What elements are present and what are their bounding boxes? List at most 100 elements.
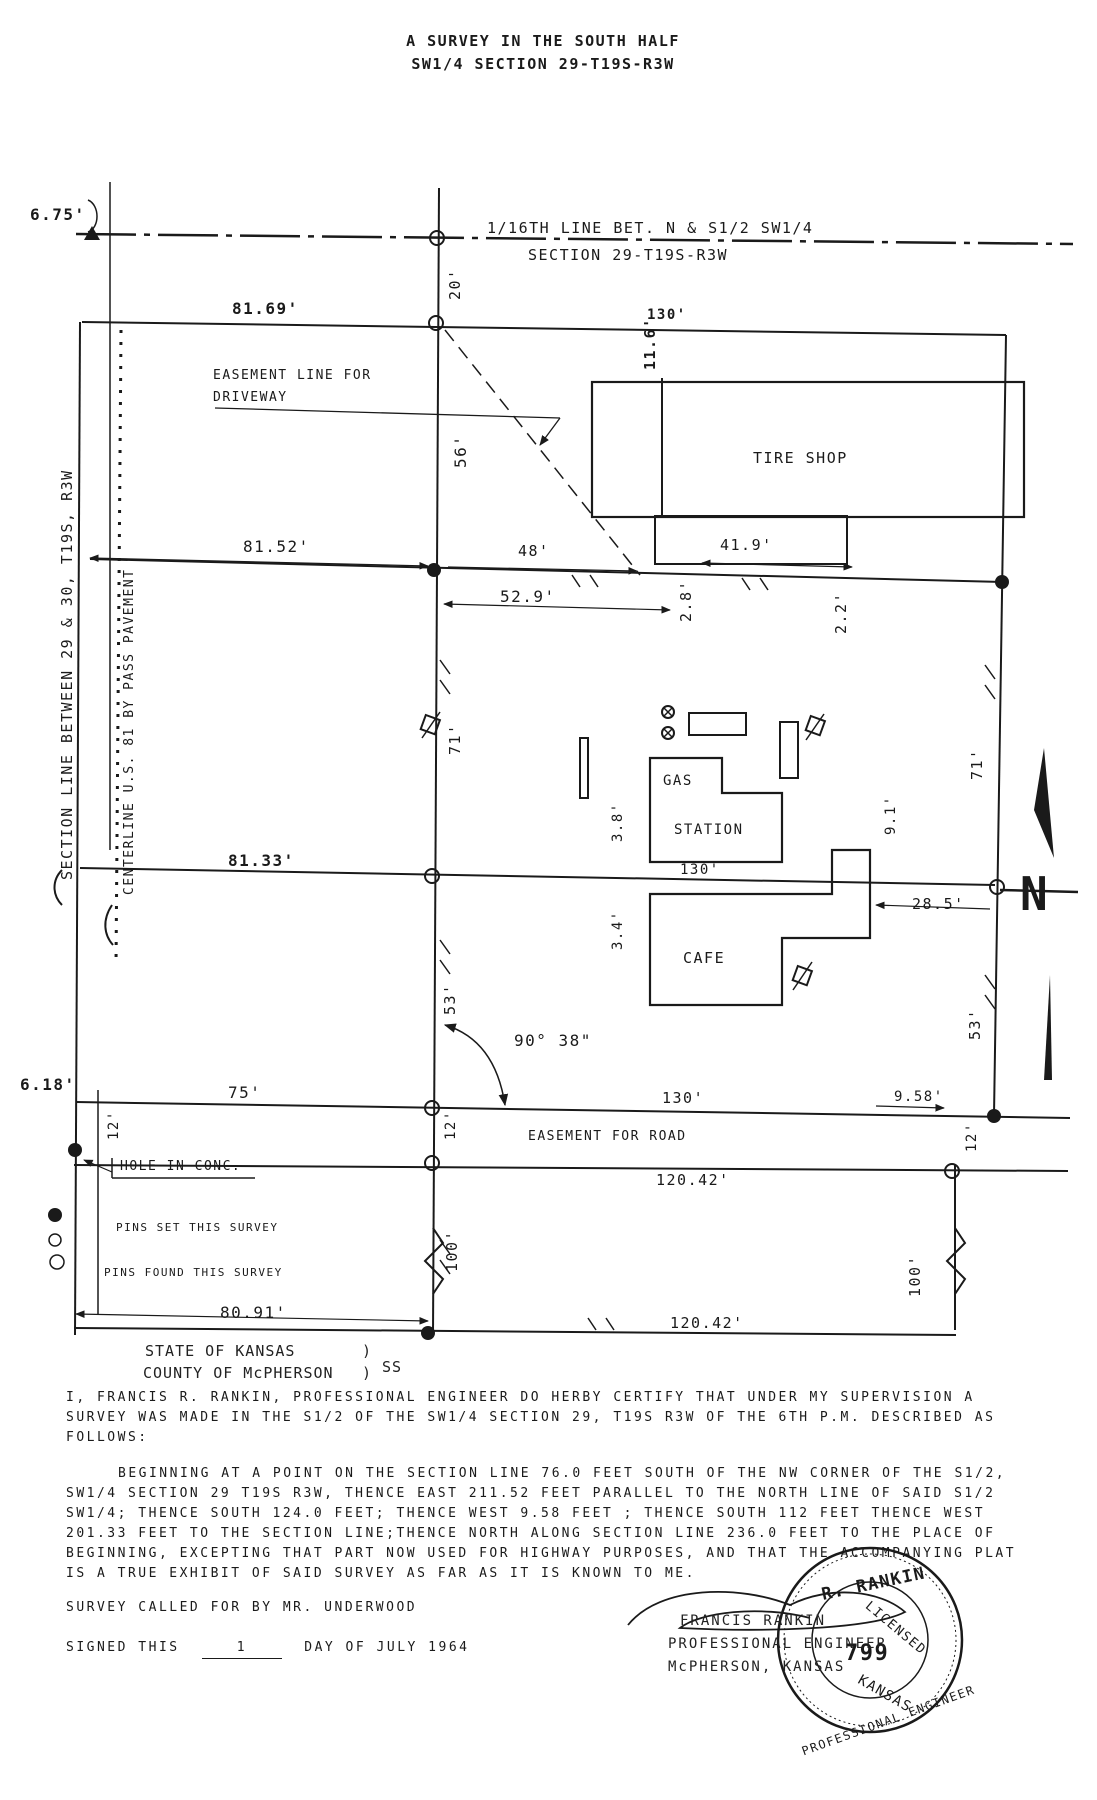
pin-found-icon — [995, 575, 1009, 589]
gas-station-label-2: STATION — [674, 822, 744, 838]
south-boundary — [73, 1327, 957, 1336]
cert-signed-day: 1 — [201, 1638, 282, 1659]
title-line-1: A SURVEY IN THE SOUTH HALF — [406, 32, 680, 50]
cert-paren-1: ) — [362, 1342, 373, 1360]
legend-set-label: PINS SET THIS SURVEY — [116, 1221, 278, 1234]
cert-county: COUNTY OF McPHERSON — [143, 1364, 334, 1382]
north-arrow-icon — [1034, 748, 1054, 858]
dim-419: 41.9' — [720, 536, 773, 554]
dim-529-arrow — [443, 600, 671, 614]
break-line-west — [423, 1227, 445, 1295]
utility-pole-icon — [419, 711, 442, 739]
dim-12042-top: 120.42' — [656, 1171, 730, 1189]
dim-100-right: 100' — [906, 1255, 924, 1297]
dim-48: 48' — [518, 542, 550, 560]
dim-53-right: 53' — [966, 1008, 984, 1040]
dim-8133: 81.33' — [228, 851, 295, 870]
gas-station-building — [648, 756, 784, 864]
line-road-south — [73, 1164, 1069, 1172]
easement-road-label: EASEMENT FOR ROAD — [528, 1129, 687, 1144]
section-line-tick — [53, 869, 63, 906]
dim-12-mid: 12' — [443, 1110, 459, 1140]
dim-675-tick — [87, 199, 98, 233]
dim-71-right: 71' — [968, 748, 986, 780]
legend-found-symbol — [49, 1254, 65, 1270]
easement-driveway-label-1: EASEMENT LINE FOR — [213, 368, 372, 383]
dim-56: 56' — [451, 435, 470, 468]
dim-8152: 81.52' — [243, 537, 310, 556]
cafe-label: CAFE — [683, 949, 725, 967]
pin-set-icon — [424, 1155, 440, 1171]
cert-signed-pre: SIGNED THIS — [66, 1640, 180, 1655]
break-line-east — [945, 1227, 967, 1295]
north-bar — [999, 888, 1079, 894]
dim-130-mid: 130' — [680, 862, 720, 878]
easement-driveway-label-2: DRIVEWAY — [213, 390, 288, 405]
seal-number: 799 — [845, 1641, 889, 1666]
hole-leader — [83, 1159, 113, 1173]
legend-hole-label: HOLE IN CONC. — [120, 1159, 241, 1174]
dim-958-arrow — [875, 1103, 945, 1112]
cert-state: STATE OF KANSAS — [145, 1342, 296, 1360]
pin-set-icon — [429, 230, 445, 246]
easement-leader — [214, 407, 561, 419]
centerline — [114, 329, 123, 966]
north-arrow-tail-icon — [1044, 975, 1052, 1080]
cert-para-1: I, FRANCIS R. RANKIN, PROFESSIONAL ENGIN… — [66, 1390, 996, 1445]
sig-city: McPHERSON, KANSAS — [668, 1659, 846, 1675]
dim-116: 11.6' — [641, 317, 659, 370]
pin-set-icon — [944, 1163, 960, 1179]
centerline-label: CENTERLINE U.S. 81 BY PASS PAVEMENT — [122, 569, 137, 895]
line-8152 — [89, 558, 1004, 583]
pin-set-icon — [989, 879, 1005, 895]
certificate-text: I, FRANCIS R. RANKIN, PROFESSIONAL ENGIN… — [66, 1388, 1026, 1659]
dim-12042-bottom: 120.42' — [670, 1314, 744, 1332]
dim-958: 9.58' — [894, 1089, 944, 1105]
dim-675: 6.75' — [30, 205, 86, 224]
driveway-easement-line — [444, 329, 641, 576]
dim-285: 28.5' — [912, 895, 965, 913]
dim-8091-arrow — [75, 1310, 429, 1325]
cert-ss: SS — [382, 1358, 403, 1376]
dim-75: 75' — [228, 1083, 261, 1102]
pump-circle-icon — [661, 705, 675, 719]
legend-found-label: PINS FOUND THIS SURVEY — [104, 1266, 283, 1279]
dim-618: 6.18' — [20, 1075, 76, 1094]
top-line-label-1: 1/16TH LINE BET. N & S1/2 SW1/4 — [487, 219, 813, 237]
pump-island-2 — [779, 721, 799, 779]
easement-leader-arrow — [539, 417, 561, 446]
utility-pole-icon-2 — [804, 713, 827, 741]
sig-name: FRANCIS RANKIN — [680, 1613, 827, 1629]
line-75 — [75, 1101, 1071, 1119]
top-line-label-2: SECTION 29-T19S-R3W — [528, 246, 728, 264]
pin-found-icon — [427, 563, 441, 577]
sixteenth-line — [75, 232, 1074, 246]
triangle-marker-icon — [84, 226, 100, 240]
dim-28: 2.8' — [677, 580, 695, 622]
pump-island-3 — [579, 737, 589, 799]
centerline-tick — [104, 904, 114, 946]
dim-8152-arrow — [89, 554, 429, 570]
dim-285-arrow — [875, 901, 991, 910]
pump-circle-icon-2 — [661, 726, 675, 740]
dim-22: 2.2' — [832, 592, 850, 634]
tire-shop-annex — [654, 515, 848, 565]
cert-called-for: SURVEY CALLED FOR BY MR. UNDERWOOD — [66, 1600, 418, 1615]
cert-signed: SIGNED THIS 1 DAY OF JULY 1964 — [66, 1638, 1026, 1659]
angle-label: 90° 38" — [514, 1031, 592, 1050]
dim-53-left: 53' — [441, 983, 459, 1015]
dim-12-right: 12' — [964, 1122, 980, 1152]
pin-found-icon — [421, 1326, 435, 1340]
dim-529: 52.9' — [500, 587, 556, 606]
pin-set-icon — [428, 315, 444, 331]
pin-set-icon — [424, 868, 440, 884]
gas-station-label-1: GAS — [663, 773, 693, 789]
north-label: N — [1020, 867, 1049, 921]
hatch-marks — [439, 574, 996, 1331]
dim-48-arrow — [447, 566, 638, 575]
pump-island — [688, 712, 747, 736]
dim-8091: 80.91' — [220, 1303, 287, 1322]
utility-pole-icon-3 — [791, 961, 814, 991]
signature-mark — [627, 1590, 907, 1631]
